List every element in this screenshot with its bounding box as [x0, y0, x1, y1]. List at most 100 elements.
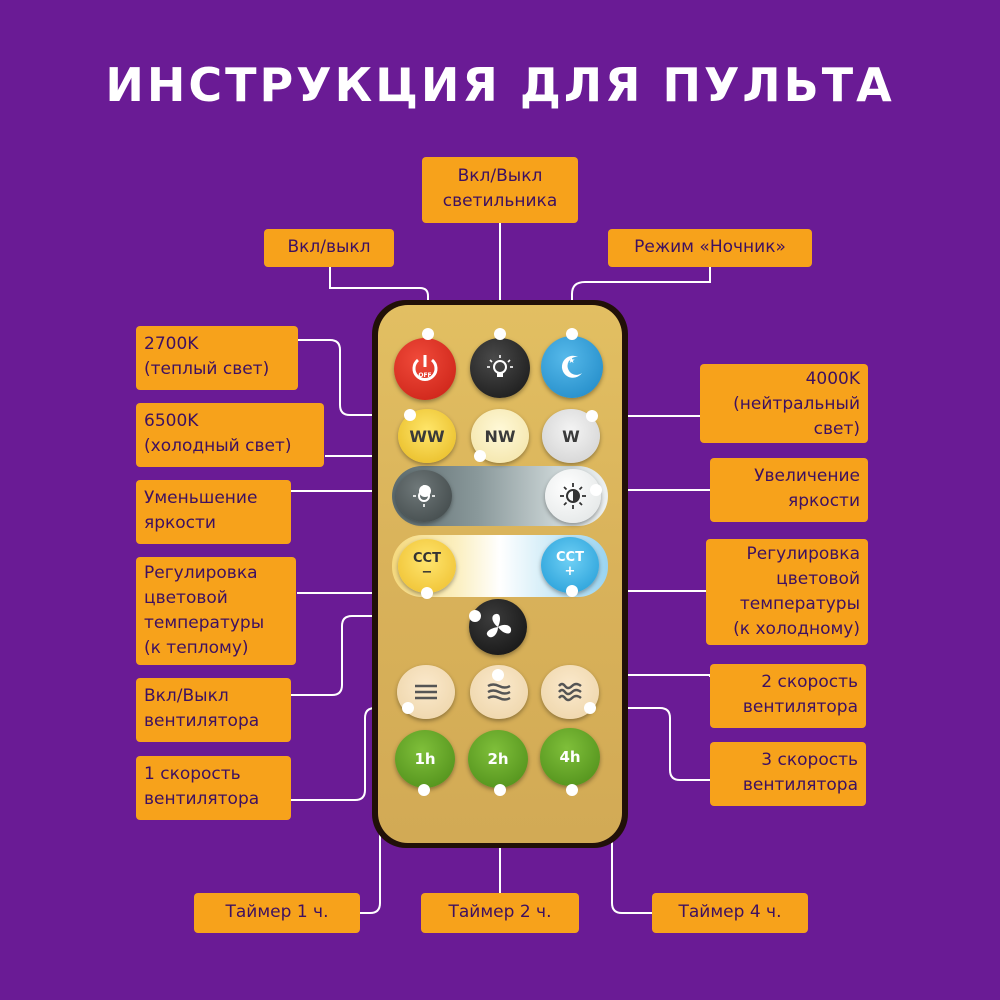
dot-cct-minus: [421, 587, 433, 599]
callout-text: Регулировка: [144, 563, 258, 583]
page-title: Инструкция для пульта: [105, 58, 895, 112]
callout-text: (теплый свет): [144, 359, 270, 379]
callout-brightness-up: Увеличение яркости: [710, 458, 868, 522]
callout-text: Таймер 4 ч.: [678, 902, 782, 922]
nw-label: NW: [484, 426, 516, 446]
callout-timer-1: Таймер 1 ч.: [194, 893, 360, 933]
callout-text: Вкл/выкл: [287, 237, 371, 257]
callout-text: 3 скорость: [761, 750, 858, 770]
callout-brightness-down: Уменьшение яркости: [136, 480, 291, 544]
ww-label: WW: [409, 426, 445, 446]
callout-text: 2 скорость: [761, 672, 858, 692]
moon-icon: ★: [561, 355, 582, 378]
power-icon: OFF: [412, 355, 438, 381]
w-label: W: [562, 426, 580, 446]
star-icon: ★: [568, 356, 575, 365]
callout-text: светильника: [442, 191, 558, 211]
callout-night-mode: Режим «Ночник»: [608, 229, 812, 267]
timer-1h-button[interactable]: 1h: [395, 730, 455, 788]
callout-text: (нейтральный: [733, 394, 860, 414]
callout-text: яркости: [144, 513, 216, 533]
callout-text: Таймер 1 ч.: [225, 902, 329, 922]
cct-plus-label: CCT: [556, 550, 584, 565]
callout-fan-power: Вкл/Выкл вентилятора: [136, 678, 291, 742]
speed-1-icon: [415, 684, 437, 700]
dot-speed-3: [584, 702, 596, 714]
cct-minus-button[interactable]: CCT −: [398, 539, 456, 593]
fan-power-button[interactable]: [469, 599, 527, 655]
callout-text: Регулировка: [746, 544, 860, 564]
callout-text: 1 скорость: [144, 764, 241, 784]
callout-text: Вкл/Выкл: [457, 166, 543, 186]
callout-text: 4000K: [805, 369, 860, 389]
callout-text: яркости: [788, 491, 860, 511]
lamp-power-button[interactable]: [470, 338, 530, 398]
callout-text: (холодный свет): [144, 436, 292, 456]
callout-cct-cold: Регулировка цветовой температуры (к холо…: [706, 539, 868, 645]
plus-sign: +: [564, 564, 576, 579]
callout-text: температуры: [739, 594, 860, 614]
off-text: OFF: [418, 372, 431, 379]
callout-cct-warm: Регулировка цветовой температуры (к тепл…: [136, 557, 296, 665]
minus-sign: −: [421, 565, 433, 580]
callout-text: Увеличение: [754, 466, 860, 486]
dot-timer-1: [418, 784, 430, 796]
callout-power: Вкл/выкл: [264, 229, 394, 267]
callout-warm-2700: 2700K (теплый свет): [136, 326, 298, 390]
callout-timer-4: Таймер 4 ч.: [652, 893, 808, 933]
cct-plus-button[interactable]: CCT +: [541, 537, 599, 593]
bright-sun-icon: [560, 483, 586, 509]
light-bulb-icon: [487, 355, 513, 377]
dot-cct-plus: [566, 585, 578, 597]
callout-text: (к холодному): [733, 619, 860, 639]
nw-button[interactable]: NW: [471, 409, 529, 463]
callout-fan-speed-2: 2 скорость вентилятора: [710, 664, 866, 728]
dot-speed-1: [402, 702, 414, 714]
callout-text: свет): [813, 419, 860, 439]
callout-text: вентилятора: [742, 775, 858, 795]
dot-nw: [474, 450, 486, 462]
dot-power: [422, 328, 434, 340]
speed-3-icon: [558, 682, 582, 702]
dot-bright-down: [419, 485, 431, 497]
callout-text: вентилятора: [742, 697, 858, 717]
speed-2-icon: [487, 683, 511, 701]
timer-2h-label: 2h: [487, 750, 509, 768]
callout-text: цветовой: [144, 588, 228, 608]
callout-text: вентилятора: [144, 711, 260, 731]
dot-ww: [404, 409, 416, 421]
dot-speed-2: [492, 669, 504, 681]
power-button[interactable]: OFF: [394, 338, 456, 400]
callout-text: цветовой: [776, 569, 860, 589]
callout-text: вентилятора: [144, 789, 260, 809]
callout-neutral-4000: 4000K (нейтральный свет): [700, 364, 868, 443]
callout-text: температуры: [144, 613, 265, 633]
callout-text: Уменьшение: [144, 488, 258, 508]
callout-text: 6500K: [144, 411, 199, 431]
dot-timer-2: [494, 784, 506, 796]
timer-1h-label: 1h: [414, 750, 436, 768]
callout-text: Вкл/Выкл: [144, 686, 229, 706]
callout-fan-speed-3: 3 скорость вентилятора: [710, 742, 866, 806]
timer-4h-label: 4h: [559, 748, 581, 766]
dot-lamp: [494, 328, 506, 340]
fan-icon: [486, 613, 512, 638]
dot-bright-up: [590, 484, 602, 496]
cct-minus-label: CCT: [413, 551, 441, 566]
brightness-up-button[interactable]: [545, 469, 601, 523]
night-mode-button[interactable]: ★: [541, 336, 603, 398]
callout-lamp-power: Вкл/Выкл светильника: [422, 157, 578, 223]
callout-cold-6500: 6500K (холодный свет): [136, 403, 324, 467]
callout-fan-speed-1: 1 скорость вентилятора: [136, 756, 291, 820]
callout-timer-2: Таймер 2 ч.: [421, 893, 579, 933]
callout-text: 2700K: [144, 334, 199, 354]
callout-text: Таймер 2 ч.: [448, 902, 552, 922]
timer-2h-button[interactable]: 2h: [468, 730, 528, 788]
dot-night: [566, 328, 578, 340]
dot-timer-4: [566, 784, 578, 796]
callout-text: (к теплому): [144, 638, 249, 658]
dot-w: [586, 410, 598, 422]
dot-fan: [469, 610, 481, 622]
callout-text: Режим «Ночник»: [634, 237, 786, 257]
timer-4h-button[interactable]: 4h: [540, 728, 600, 786]
